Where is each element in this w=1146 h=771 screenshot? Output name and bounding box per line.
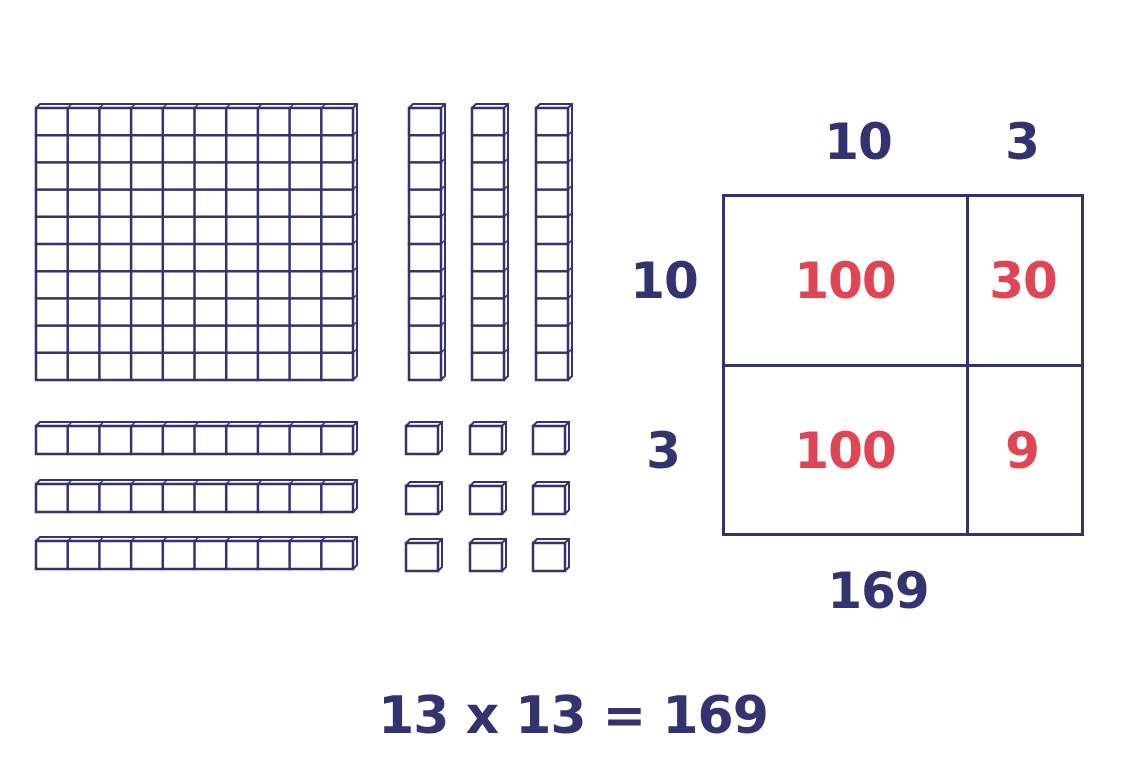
area-total: 169 xyxy=(827,562,929,620)
ten-rod-horizontal xyxy=(34,420,359,456)
unit-cube xyxy=(531,480,571,516)
unit-cube xyxy=(468,480,508,516)
column-header-ones: 3 xyxy=(1005,113,1040,171)
unit-cube xyxy=(468,537,508,573)
ten-rod-vertical xyxy=(407,102,447,382)
cell-tens-by-tens: 100 xyxy=(794,252,896,310)
row-header-ones: 3 xyxy=(646,422,681,480)
cell-ones-by-tens: 100 xyxy=(794,422,896,480)
ten-rod-vertical xyxy=(534,102,574,382)
unit-cube xyxy=(404,480,444,516)
row-header-tens: 10 xyxy=(630,252,699,310)
ten-rod-vertical xyxy=(470,102,510,382)
unit-cube xyxy=(531,537,571,573)
ten-rod-horizontal xyxy=(34,535,359,571)
base-ten-blocks xyxy=(34,102,574,573)
unit-cube xyxy=(404,420,444,456)
unit-cube xyxy=(468,420,508,456)
column-header-tens: 10 xyxy=(824,113,893,171)
hundred-flat xyxy=(34,102,359,382)
unit-cube xyxy=(531,420,571,456)
cell-ones-by-ones: 9 xyxy=(1005,422,1040,480)
area-model-grid xyxy=(722,194,1084,536)
equation: 13 x 13 = 169 xyxy=(378,686,769,746)
ten-rod-horizontal xyxy=(34,478,359,514)
cell-tens-by-ones: 30 xyxy=(989,252,1058,310)
unit-cube xyxy=(404,537,444,573)
area-model-horizontal-divider xyxy=(725,364,1081,367)
